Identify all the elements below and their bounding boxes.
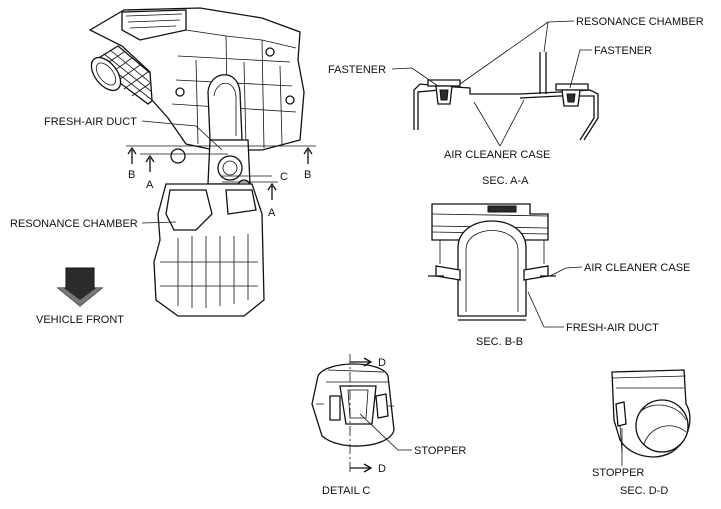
section-b-b-drawing — [428, 203, 556, 321]
arrow-a-bottom — [267, 182, 277, 200]
leader-stopper-detail — [359, 413, 412, 451]
label-detail-c: DETAIL C — [322, 485, 370, 497]
leader-air-cleaner-case-bb — [549, 266, 583, 277]
label-fastener-left: FASTENER — [328, 64, 386, 76]
vehicle-front-arrow-icon — [56, 267, 104, 307]
leader-air-cleaner-case-aa — [473, 99, 525, 147]
fastener-right-icon — [555, 83, 589, 107]
leader-fresh-air-duct-bb — [527, 291, 564, 328]
fastener-left-icon — [427, 79, 461, 105]
detail-c-drawing — [311, 354, 395, 474]
leader-fastener-left — [391, 67, 439, 87]
label-resonance-chamber-main: RESONANCE CHAMBER — [10, 218, 138, 230]
marker-c: C — [280, 171, 288, 183]
label-vehicle-front: VEHICLE FRONT — [36, 314, 124, 326]
air-cleaner-assembly-drawing — [88, 7, 305, 317]
arrow-b-left — [127, 146, 137, 164]
air-cleaner-cover — [88, 7, 305, 151]
section-a-a-drawing — [413, 52, 599, 141]
arrow-d-top — [350, 357, 373, 367]
marker-d-bottom: D — [378, 463, 386, 475]
marker-b-right: B — [304, 169, 311, 181]
resonance-chamber-body — [153, 183, 265, 317]
section-cut-lines — [126, 145, 316, 200]
arrow-a-left — [145, 154, 155, 172]
label-sec-bb: SEC. B-B — [476, 336, 523, 348]
label-sec-aa: SEC. A-A — [482, 175, 529, 187]
marker-a-bottom: A — [268, 207, 276, 219]
marker-a-left: A — [146, 179, 154, 191]
arrow-b-right — [303, 146, 313, 164]
marker-b-left: B — [128, 169, 135, 181]
label-stopper-detail: STOPPER — [414, 445, 466, 457]
air-cleaner-case-section-aa — [413, 83, 599, 141]
section-d-d-drawing — [611, 369, 691, 458]
label-fresh-air-duct-main: FRESH-AIR DUCT — [44, 116, 137, 128]
arrow-d-bottom — [350, 463, 373, 473]
fresh-air-duct-section-bb — [457, 220, 527, 317]
label-fastener-right: FASTENER — [594, 45, 652, 57]
leader-fastener-right — [569, 49, 592, 89]
intake-hose — [90, 45, 170, 105]
label-stopper-dd: STOPPER — [592, 467, 644, 479]
leader-resonance-chamber-top — [459, 20, 575, 85]
label-air-cleaner-case-aa: AIR CLEANER CASE — [444, 149, 550, 161]
label-air-cleaner-case-bb: AIR CLEANER CASE — [584, 262, 690, 274]
label-sec-dd: SEC. D-D — [620, 485, 668, 497]
leader-resonance-chamber-main — [141, 221, 177, 224]
marker-d-top: D — [378, 357, 386, 369]
label-fresh-air-duct-bb: FRESH-AIR DUCT — [566, 322, 659, 334]
label-resonance-chamber-top: RESONANCE CHAMBER — [576, 16, 704, 28]
leader-fresh-air-duct-main — [141, 120, 223, 151]
